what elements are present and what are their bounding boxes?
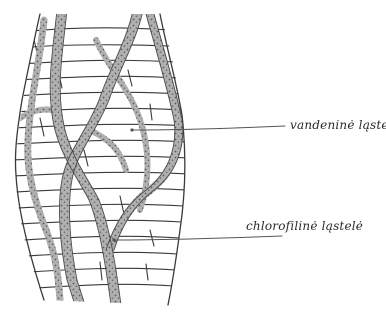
water-cell-pointer [132, 126, 285, 130]
chlorophyll-cell-pointer-dot [112, 238, 115, 241]
water-cell-label: vandeninė ląstelė [290, 118, 386, 132]
water-cell-pointer-dot [130, 128, 133, 131]
chlorophyll-cells [20, 10, 179, 305]
chlorophyll-cell-label: chlorofilinė ląstelė [246, 219, 363, 233]
